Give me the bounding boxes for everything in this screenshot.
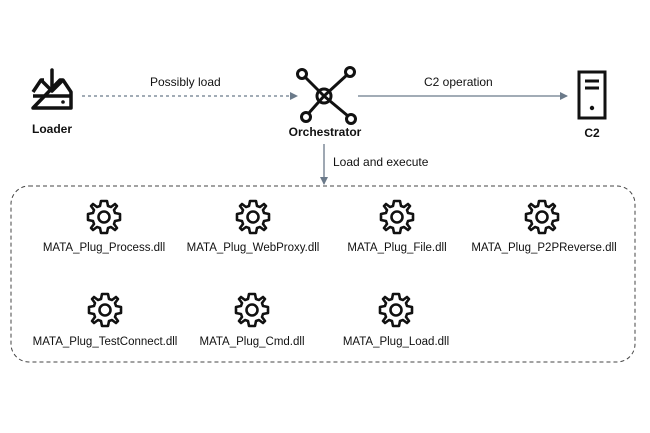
loader-label: Loader bbox=[31, 122, 73, 136]
plugin-label-process: MATA_Plug_Process.dll bbox=[42, 242, 166, 254]
download-tray-icon bbox=[31, 68, 73, 110]
edge-label-possibly-load: Possibly load bbox=[150, 75, 221, 89]
plugin-label-file: MATA_Plug_File.dll bbox=[347, 242, 447, 254]
plugin-container bbox=[10, 185, 636, 363]
plugin-label-load: MATA_Plug_Load.dll bbox=[342, 336, 450, 348]
plugin-0-gear-icon bbox=[86, 199, 122, 235]
plugin-2-gear-icon bbox=[379, 199, 415, 235]
plugin-label-webproxy: MATA_Plug_WebProxy.dll bbox=[186, 242, 320, 254]
orchestrator-label: Orchestrator bbox=[288, 125, 362, 139]
plugin-label-cmd: MATA_Plug_Cmd.dll bbox=[199, 336, 305, 348]
plugin-4-gear-icon bbox=[87, 292, 123, 328]
plugin-3-gear-icon bbox=[524, 199, 560, 235]
edge-label-load-and-execute: Load and execute bbox=[333, 155, 429, 169]
plugin-5-gear-icon bbox=[234, 292, 270, 328]
c2-label: C2 bbox=[584, 126, 600, 140]
edge-label-c2-operation: C2 operation bbox=[424, 75, 493, 89]
server-icon bbox=[577, 70, 607, 120]
network-hub-icon bbox=[296, 66, 357, 125]
plugin-6-gear-icon bbox=[378, 292, 414, 328]
plugin-1-gear-icon bbox=[235, 199, 271, 235]
plugin-label-testconnect: MATA_Plug_TestConnect.dll bbox=[32, 336, 178, 348]
plugin-label-p2preverse: MATA_Plug_P2PReverse.dll bbox=[471, 242, 617, 254]
